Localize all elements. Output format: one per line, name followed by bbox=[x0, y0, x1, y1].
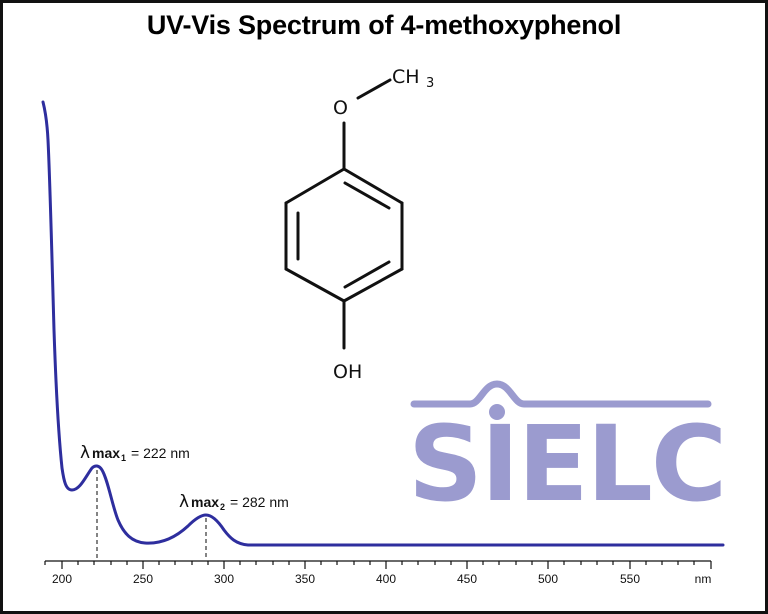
sielc-logo: SIELC bbox=[408, 380, 727, 525]
tick-label-400: 400 bbox=[376, 572, 396, 586]
peak1-label: λ max 1 = 222 nm bbox=[80, 443, 190, 463]
tick-label-300: 300 bbox=[214, 572, 234, 586]
tick-label-550: 550 bbox=[620, 572, 640, 586]
tick-label-350: 350 bbox=[295, 572, 315, 586]
peak1-value: = 222 nm bbox=[131, 445, 190, 461]
logo-text: SIELC bbox=[408, 403, 725, 525]
oxygen-atom-label: O bbox=[333, 97, 348, 119]
methyl-label: CH bbox=[392, 66, 420, 88]
axis-unit-label: nm bbox=[695, 572, 712, 586]
tick-label-450: 450 bbox=[457, 572, 477, 586]
methyl-subscript: 3 bbox=[426, 76, 434, 91]
tick-label-500: 500 bbox=[538, 572, 558, 586]
x-axis bbox=[44, 560, 712, 569]
lambda-symbol: λ bbox=[80, 443, 90, 463]
subscript: 1 bbox=[121, 453, 126, 463]
spectrum-curve bbox=[41, 100, 725, 547]
tick-label-250: 250 bbox=[133, 572, 153, 586]
subscript: 2 bbox=[220, 502, 225, 512]
hydroxyl-label: OH bbox=[333, 361, 362, 383]
lambda-symbol: λ bbox=[179, 492, 189, 512]
peak2-value: = 282 nm bbox=[230, 494, 289, 510]
max-text: max bbox=[92, 445, 120, 461]
tick-label-200: 200 bbox=[52, 572, 72, 586]
chart-title: UV-Vis Spectrum of 4-methoxyphenol bbox=[146, 10, 622, 40]
max-text: max bbox=[191, 494, 219, 510]
molecule-structure bbox=[284, 78, 404, 350]
x-axis-tick-labels: 200 250 300 350 400 450 500 550 nm bbox=[52, 572, 711, 586]
peak2-label: λ max 2 = 282 nm bbox=[179, 492, 289, 512]
